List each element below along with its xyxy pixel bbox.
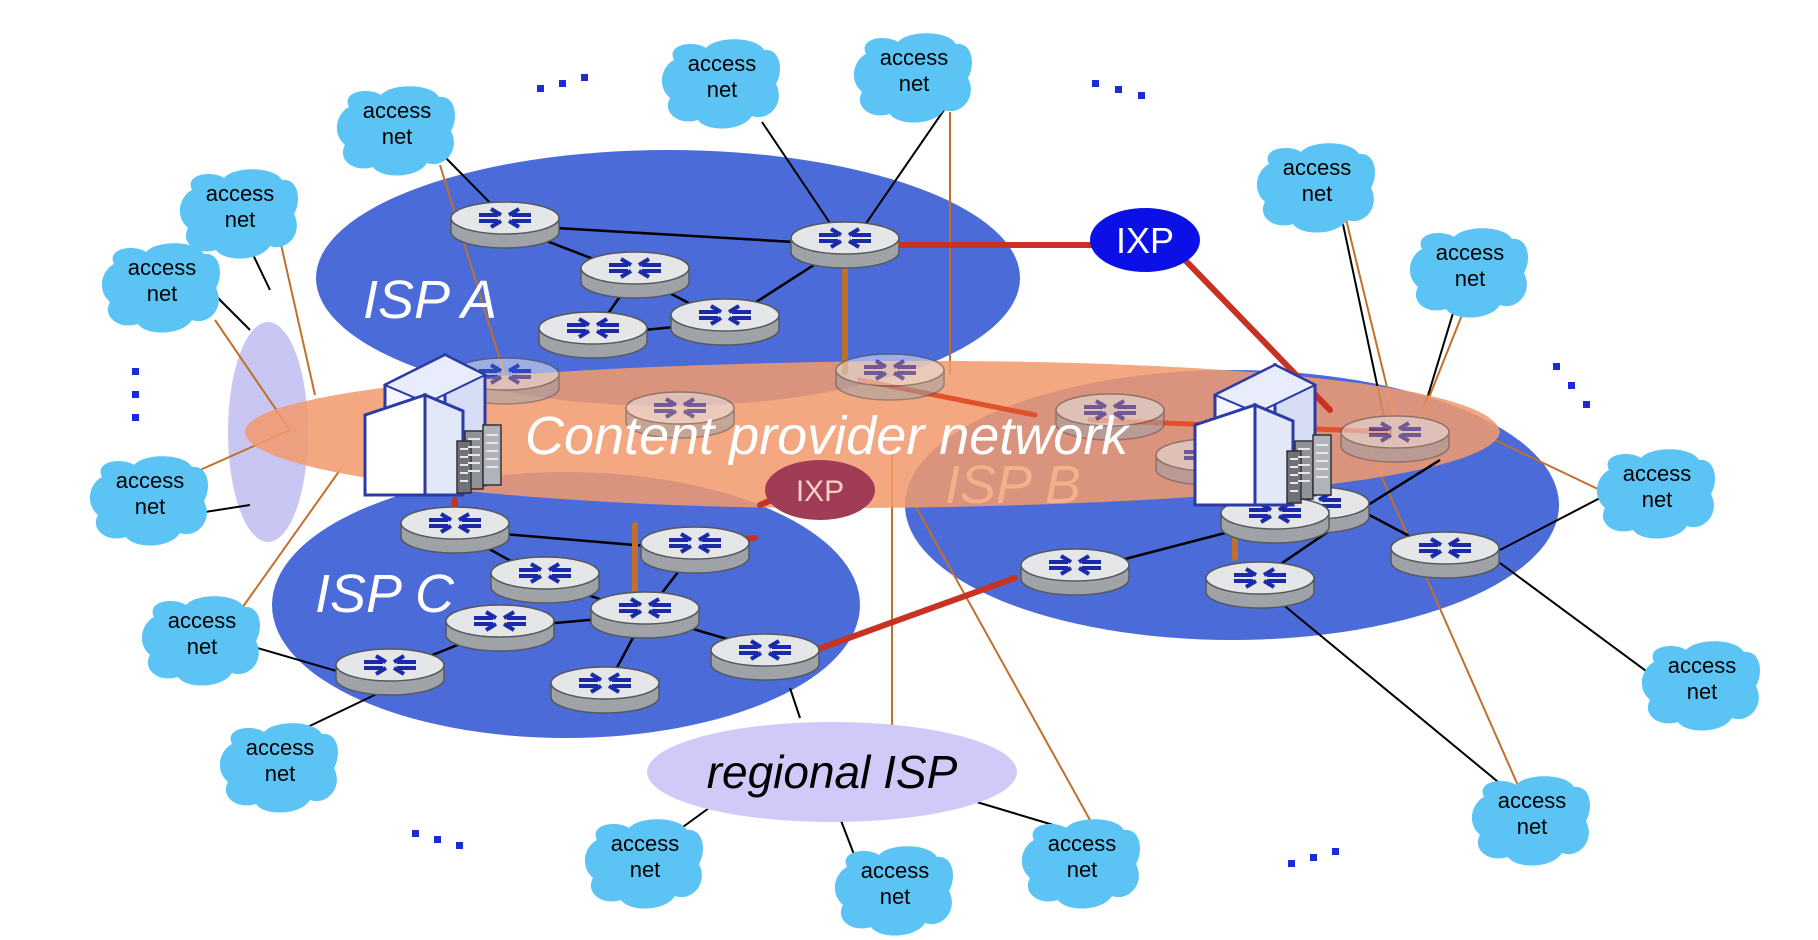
router-isp-b-4 (1019, 547, 1131, 597)
access-links-brown (199, 112, 1601, 821)
data-center-left-icon (363, 353, 503, 497)
access-net-cloud: access net (1021, 819, 1140, 909)
svg-text:net: net (1302, 181, 1333, 206)
access-net-cloud: access net (1596, 449, 1715, 539)
svg-text:net: net (1067, 857, 1098, 882)
ixp-center (765, 460, 875, 520)
svg-text:access: access (246, 735, 314, 760)
svg-text:net: net (187, 634, 218, 659)
access-net-cloud: access net (89, 456, 208, 546)
svg-text:access: access (688, 51, 756, 76)
svg-text:access: access (1436, 240, 1504, 265)
router-isp-c-4 (589, 590, 701, 640)
router-isp-a-2 (789, 220, 901, 270)
svg-text:access: access (116, 468, 184, 493)
content-provider-label: Content provider network (525, 406, 1131, 466)
ixp-center-label: IXP (796, 475, 844, 508)
router-isp-a-5 (537, 310, 649, 360)
svg-text:access: access (1623, 461, 1691, 486)
router-isp-a-4 (669, 297, 781, 347)
svg-text:access: access (1668, 653, 1736, 678)
svg-text:access: access (1283, 155, 1351, 180)
router-isp-b-3 (1389, 530, 1501, 580)
svg-text:access: access (861, 858, 929, 883)
svg-text:access: access (1048, 831, 1116, 856)
svg-text:net: net (265, 761, 296, 786)
access-net-cloud: access net (853, 33, 972, 123)
access-net-cloud: access net (661, 39, 780, 129)
access-net-cloud: access net (1256, 143, 1375, 233)
router-isp-c-7 (709, 632, 821, 682)
access-net-cloud: access net (219, 723, 338, 813)
access-net-cloud: access net (834, 846, 953, 936)
svg-text:net: net (880, 884, 911, 909)
access-net-cloud: access net (1641, 641, 1760, 731)
svg-text:net: net (382, 124, 413, 149)
svg-text:net: net (147, 281, 178, 306)
router-isp-c-1 (399, 505, 511, 555)
access-net-cloud: access net (141, 596, 260, 686)
access-net-cloud: access net (101, 243, 220, 333)
router-isp-c-3 (489, 555, 601, 605)
isp-b-label: ISP B (945, 455, 1081, 515)
svg-text:access: access (363, 98, 431, 123)
svg-text:net: net (630, 857, 661, 882)
svg-text:net: net (1455, 266, 1486, 291)
access-net-cloud: access net (1409, 228, 1528, 318)
access-net-cloud: access net (179, 169, 298, 259)
svg-text:net: net (135, 494, 166, 519)
router-isp-c-8 (549, 665, 661, 715)
svg-text:access: access (611, 831, 679, 856)
svg-text:access: access (1498, 788, 1566, 813)
access-net-cloud: access net (584, 819, 703, 909)
regional-isp (647, 722, 1017, 822)
router-isp-a-1 (449, 200, 561, 250)
ellipsis-dots (132, 74, 1590, 867)
svg-text:access: access (206, 181, 274, 206)
access-net-cloud: access net (336, 86, 455, 176)
access-net-cloud: access net (1471, 776, 1590, 866)
svg-text:net: net (1687, 679, 1718, 704)
isp-c-label: ISP C (315, 564, 455, 624)
svg-text:net: net (899, 71, 930, 96)
router-isp-c-6 (334, 647, 446, 697)
svg-text:net: net (225, 207, 256, 232)
router-isp-c-5 (444, 603, 556, 653)
ixp-top (1090, 208, 1200, 272)
router-isp-b-5 (1204, 560, 1316, 610)
ixp-top-label: IXP (1116, 220, 1174, 261)
svg-text:access: access (128, 255, 196, 280)
router-isp-a-3 (579, 250, 691, 300)
svg-text:net: net (707, 77, 738, 102)
svg-text:net: net (1517, 814, 1548, 839)
regional-isp-label: regional ISP (707, 746, 958, 798)
svg-text:access: access (880, 45, 948, 70)
svg-text:net: net (1642, 487, 1673, 512)
svg-text:access: access (168, 608, 236, 633)
router-isp-c-2 (639, 525, 751, 575)
isp-a-label: ISP A (363, 270, 497, 330)
